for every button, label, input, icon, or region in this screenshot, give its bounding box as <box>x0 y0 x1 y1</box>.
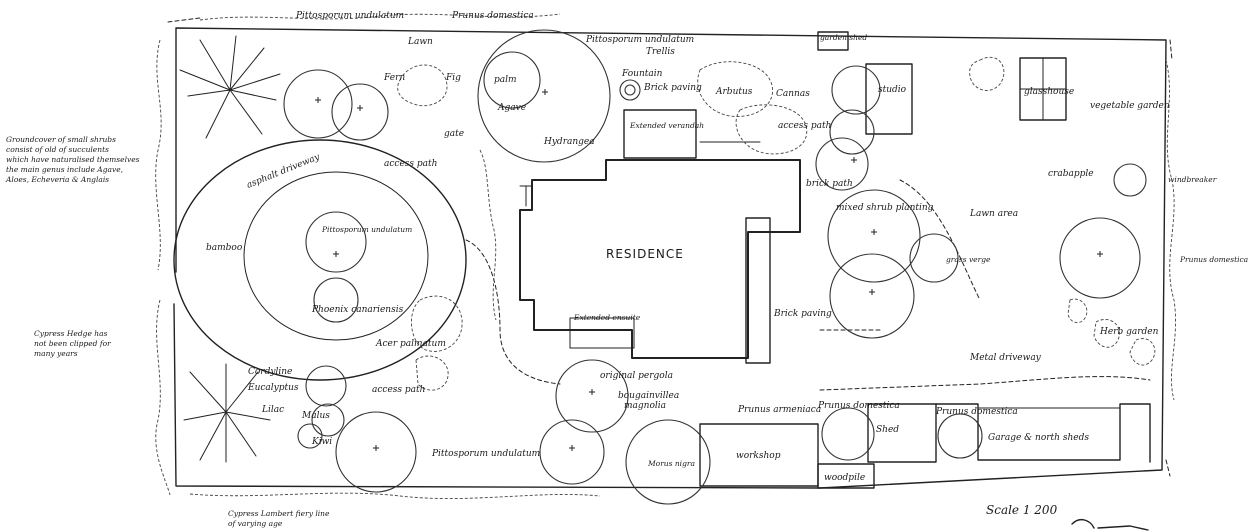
label-pittosporum-right: Pittosporum undulatum <box>585 35 694 45</box>
asphalt-driveway <box>173 139 561 385</box>
palm-lower <box>183 363 271 463</box>
label-woodpile: woodpile <box>824 473 865 483</box>
boundary-note: Cypress Lambert fiery line of varying ag… <box>228 509 330 528</box>
label-brick-paving-1: Brick paving <box>643 83 702 93</box>
label-morus: Morus nigra <box>647 459 695 468</box>
label-prunus-right: Prunus domestica <box>1179 255 1248 264</box>
groundcover-note-line-4: the main genus include Agave, <box>6 165 123 174</box>
label-mixed-shrub: mixed shrub planting <box>836 203 934 213</box>
tree-canopies <box>283 29 1147 505</box>
label-bamboo: bamboo <box>206 243 243 253</box>
label-eucalyptus: Eucalyptus <box>247 383 299 393</box>
groundcover-note-line-2: consist of old of succulents <box>6 145 109 154</box>
label-cannas: Cannas <box>776 89 810 99</box>
scale-block: Scale 1 200 <box>986 503 1149 531</box>
label-windbreaker: windbreaker <box>1168 175 1217 184</box>
label-pittosporum-bottom: Pittosporum undulatum <box>431 449 540 459</box>
label-prunus-top: Prunus domestica <box>451 11 534 21</box>
label-crabapple: crabapple <box>1048 169 1094 179</box>
label-studio: studio <box>878 85 907 95</box>
label-prunus-domestica-3: Prunus domestica <box>935 407 1018 417</box>
label-brick-path: brick path <box>806 179 853 189</box>
label-shed: Shed <box>876 425 899 435</box>
label-fern: Fern <box>383 73 405 83</box>
label-glasshouse: glasshouse <box>1024 87 1074 97</box>
label-extended-verandah: Extended verandah <box>629 121 704 130</box>
label-gate: gate <box>444 129 464 139</box>
label-fountain: Fountain <box>621 69 663 79</box>
extended-verandah <box>623 109 697 159</box>
label-herb-garden: Herb garden <box>1099 327 1159 337</box>
label-agave: Agave <box>497 103 526 113</box>
label-prunus-domestica-2: Prunus domestica <box>817 401 900 411</box>
groundcover-note-line-3: which have naturalised themselves <box>6 155 140 164</box>
boundary-hedge <box>155 13 1176 499</box>
label-fig: Fig <box>445 73 461 83</box>
label-lawn: Lawn <box>407 37 433 47</box>
label-garden-shed: garden shed <box>820 33 867 42</box>
woodpile <box>817 463 875 489</box>
boundary-note-line-2: of varying age <box>228 519 283 528</box>
cypress-note: Cypress Hedge has not been clipped for m… <box>34 329 111 358</box>
label-pittosporum-top: Pittosporum undulatum <box>295 11 404 21</box>
label-prunus-armeniaca: Prunus armeniaca <box>737 405 821 415</box>
groundcover-note-line-5: Aloes, Echeveria & Anglais <box>5 175 109 184</box>
plan-labels: Pittosporum undulatum Prunus domestica P… <box>206 11 1248 483</box>
label-malus: Malus <box>301 411 330 421</box>
label-access-path-2: access path <box>778 121 831 131</box>
signature-mark <box>1071 518 1149 531</box>
label-kiwi: Kiwi <box>311 437 332 447</box>
extended-ensuite <box>569 317 635 349</box>
label-lilac: Lilac <box>261 405 284 415</box>
cypress-note-line-3: many years <box>34 349 78 358</box>
groundcover-note-line-1: Groundcover of small shrubs <box>6 135 116 144</box>
cypress-note-line-1: Cypress Hedge has <box>34 329 108 338</box>
label-pittosporum-centre: Pittosporum undulatum <box>321 225 412 234</box>
label-metal-driveway: Metal driveway <box>969 353 1042 363</box>
garden-shed <box>817 31 849 51</box>
tree-markers <box>315 89 1103 451</box>
outbuildings <box>699 31 1151 489</box>
label-hydrangea: Hydrangea <box>543 137 595 147</box>
property-boundary <box>167 17 1173 489</box>
label-vegetable-garden: vegetable garden <box>1090 101 1170 111</box>
label-acer: Acer palmatum <box>375 339 446 349</box>
scale-label: Scale 1 200 <box>986 503 1058 517</box>
label-phoenix: Phoenix canariensis <box>311 305 404 315</box>
shed <box>867 403 937 463</box>
label-magnolia: magnolia <box>624 401 666 411</box>
label-access-path-3: access path <box>372 385 425 395</box>
brick-path <box>699 141 801 161</box>
workshop <box>699 423 819 487</box>
residence-label: RESIDENCE <box>606 247 684 261</box>
label-asphalt-driveway: asphalt driveway <box>245 152 322 191</box>
shrub-clusters <box>397 57 1156 391</box>
label-original-pergola: original pergola <box>600 371 673 381</box>
label-garage: Garage & north sheds <box>988 433 1089 443</box>
label-arbutus: Arbutus <box>715 87 753 97</box>
boundary-note-line-1: Cypress Lambert fiery line <box>228 509 330 518</box>
residence: RESIDENCE <box>519 109 801 364</box>
groundcover-note: Groundcover of small shrubs consist of o… <box>5 135 140 184</box>
studio <box>865 63 913 135</box>
label-bougainvillea: bougainvillea <box>618 391 679 401</box>
cypress-note-line-2: not been clipped for <box>34 339 111 348</box>
label-palm: palm <box>494 75 517 85</box>
brick-paving-strip <box>745 217 771 364</box>
label-trellis: Trellis <box>646 47 675 57</box>
label-cordyline: Cordyline <box>248 367 292 377</box>
palm-left <box>179 35 281 139</box>
label-extended-ensuite: Extended ensuite <box>573 313 641 322</box>
label-grass-verge: grass verge <box>946 255 991 264</box>
label-access-path-1: access path <box>384 159 437 169</box>
metal-driveway <box>819 179 1151 391</box>
label-workshop: workshop <box>736 451 781 461</box>
label-lawn-area: Lawn area <box>969 209 1018 219</box>
label-brick-paving-2: Brick paving <box>773 309 832 319</box>
